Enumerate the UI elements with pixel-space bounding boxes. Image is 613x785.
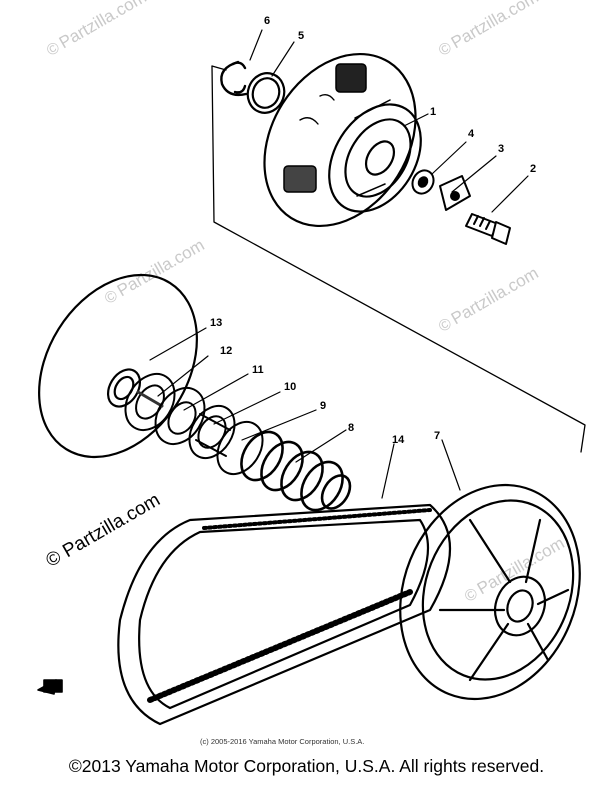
callout-7: 7 <box>434 430 441 442</box>
callout-14: 14 <box>392 434 405 446</box>
callout-8: 8 <box>348 422 355 434</box>
part-14-v-belt <box>117 503 452 726</box>
leader-lines <box>149 29 529 499</box>
assembly-frame <box>211 65 586 453</box>
front-arrow-icon <box>37 679 63 695</box>
part-10-collar <box>188 404 236 460</box>
callout-6: 6 <box>264 15 271 27</box>
part-2-bolt <box>465 213 511 245</box>
small-copyright-text: (c) 2005-2016 Yamaha Motor Corporation, … <box>200 737 365 746</box>
part-8-spring <box>240 430 352 512</box>
part-6-circlip <box>220 60 248 97</box>
part-5-ring <box>246 72 286 114</box>
callout-5: 5 <box>298 30 305 42</box>
part-4-washer <box>411 169 435 195</box>
callout-9: 9 <box>320 400 327 412</box>
callout-13: 13 <box>210 317 223 329</box>
part-9-seat <box>216 420 264 476</box>
part-1-fixed-sheave <box>263 52 422 228</box>
part-11-seal <box>154 387 206 445</box>
part-7-secondary-sheave <box>399 483 581 701</box>
callout-2: 2 <box>530 163 537 175</box>
callout-10: 10 <box>284 381 297 393</box>
callout-3: 3 <box>498 143 505 155</box>
part-3-plate <box>439 175 471 211</box>
callout-4: 4 <box>468 128 475 140</box>
callout-1: 1 <box>430 106 437 118</box>
callout-11: 11 <box>252 364 264 376</box>
callout-12: 12 <box>220 345 233 357</box>
copyright-notice: ©2013 Yamaha Motor Corporation, U.S.A. A… <box>68 756 545 776</box>
